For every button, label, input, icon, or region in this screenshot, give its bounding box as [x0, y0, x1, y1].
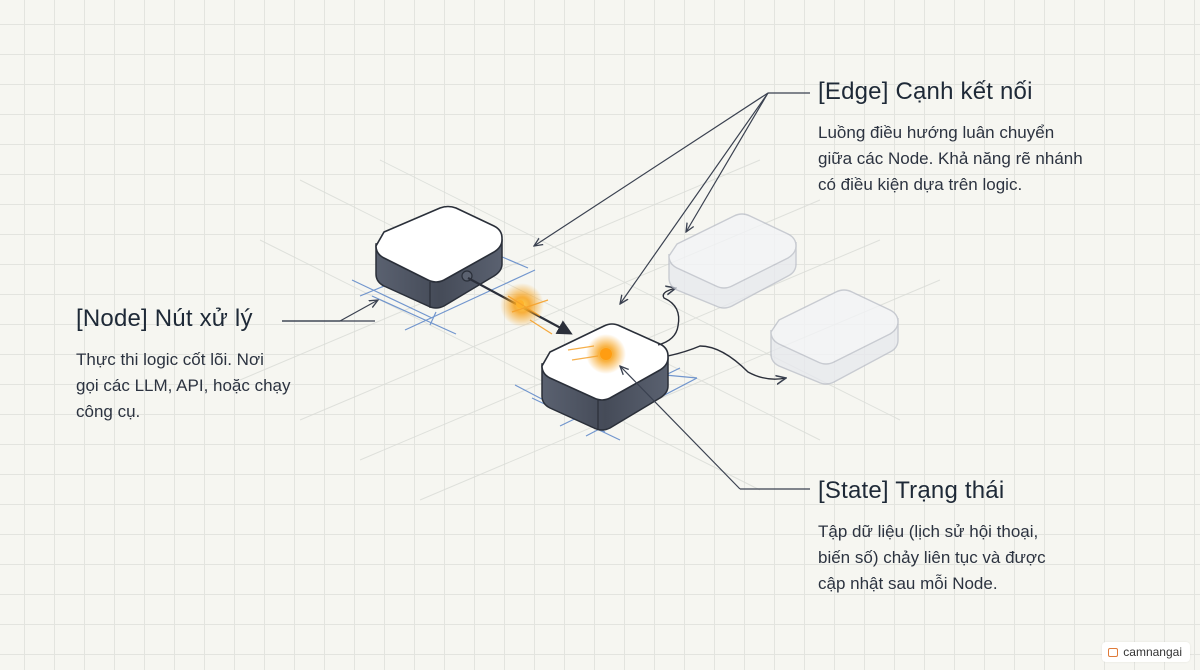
ghost-node-a [668, 213, 797, 309]
watermark-text: camnangai [1123, 645, 1182, 659]
state-annotation: [State] Trạng thái Tập dữ liệu (lịch sử … [818, 477, 1138, 597]
node-description: Thực thi logic cốt lõi. Nơi gọi các LLM,… [76, 350, 291, 421]
edge-annotation: [Edge] Cạnh kết nối Luồng điều hướng luâ… [818, 78, 1148, 198]
leader-lines [282, 92, 810, 490]
edge-description: Luồng điều hướng luân chuyển giữa các No… [818, 123, 1083, 194]
state-description: Tập dữ liệu (lịch sử hội thoại, biến số)… [818, 522, 1046, 593]
edge-title: [Edge] Cạnh kết nối [818, 78, 1033, 105]
processing-node-1 [375, 205, 503, 309]
node-annotation: [Node] Nút xử lý Thực thi logic cốt lõi.… [76, 305, 366, 425]
edge-node1-to-node2 [467, 277, 573, 335]
watermark: camnangai [1102, 642, 1190, 662]
node-title: [Node] Nút xử lý [76, 305, 253, 332]
processing-node-2 [541, 323, 669, 431]
conditional-branch-edges [657, 288, 786, 379]
state-title: [State] Trạng thái [818, 477, 1005, 504]
ghost-node-b [770, 289, 899, 385]
box-icon [1108, 647, 1119, 657]
